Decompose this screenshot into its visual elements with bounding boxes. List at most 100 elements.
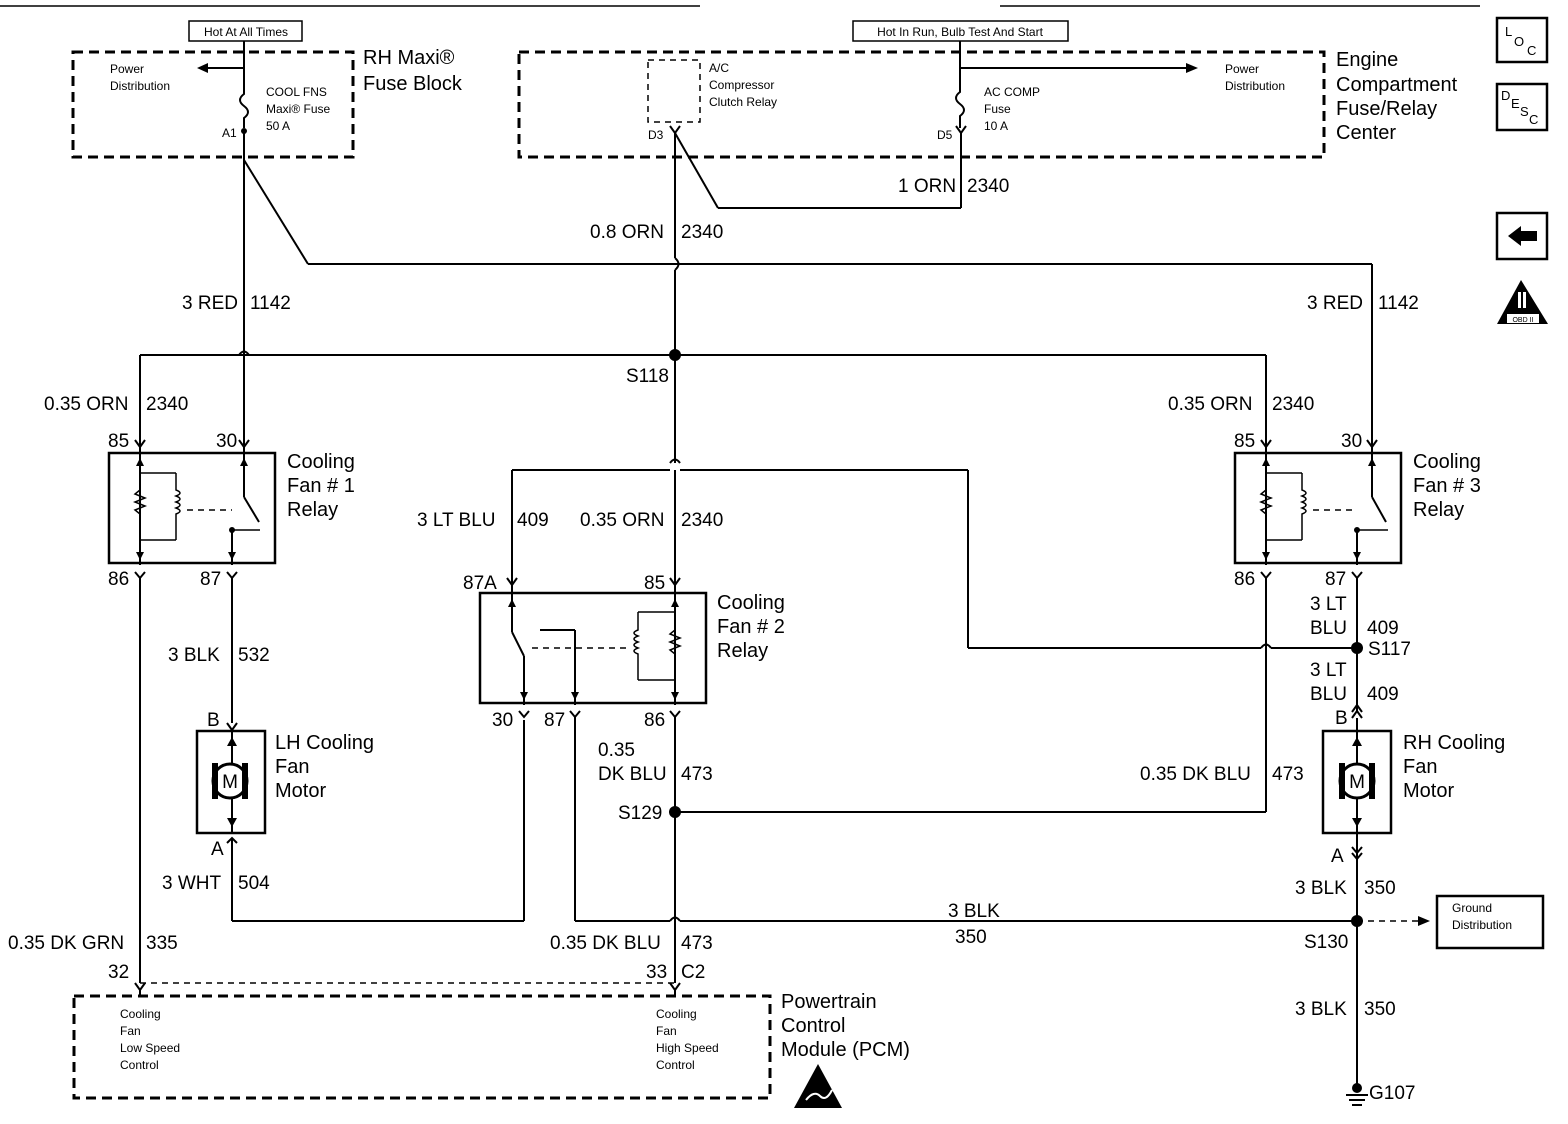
engine-fuse-relay-center: Hot In Run, Bulb Test And Start A/C Comp…: [517, 20, 1458, 159]
svg-text:Maxi® Fuse: Maxi® Fuse: [266, 102, 331, 116]
svg-text:D3: D3: [648, 128, 664, 142]
svg-text:High Speed: High Speed: [656, 1041, 719, 1055]
svg-text:3 BLK: 3 BLK: [1295, 878, 1347, 899]
svg-text:Compartment: Compartment: [1336, 74, 1458, 96]
hot-at-all-times-label: Hot At All Times: [204, 25, 288, 39]
svg-text:Fan: Fan: [120, 1024, 141, 1038]
svg-text:Fan # 1: Fan # 1: [287, 475, 355, 497]
svg-text:2340: 2340: [681, 222, 723, 243]
svg-text:C: C: [1529, 112, 1538, 127]
svg-text:Low Speed: Low Speed: [120, 1041, 180, 1055]
svg-text:B: B: [207, 710, 220, 731]
svg-text:S118: S118: [626, 366, 669, 387]
svg-text:350: 350: [955, 927, 987, 948]
svg-text:87: 87: [544, 710, 565, 731]
svg-text:85: 85: [644, 573, 665, 594]
svg-text:Relay: Relay: [287, 499, 338, 521]
svg-text:A1: A1: [222, 126, 237, 140]
svg-text:Engine: Engine: [1336, 49, 1398, 71]
esd-warning-icon: [794, 1064, 842, 1108]
svg-text:BLU: BLU: [1310, 684, 1347, 705]
cooling-fan-1-relay: [107, 447, 277, 565]
svg-text:87: 87: [200, 569, 221, 590]
svg-text:BLU: BLU: [1310, 618, 1347, 639]
svg-text:Clutch Relay: Clutch Relay: [709, 95, 777, 109]
svg-text:10 A: 10 A: [984, 119, 1008, 133]
location-icon[interactable]: L O C: [1495, 16, 1549, 64]
svg-text:Cooling: Cooling: [656, 1007, 697, 1021]
svg-text:473: 473: [681, 933, 713, 954]
svg-text:Cooling: Cooling: [287, 451, 355, 473]
svg-text:0.35: 0.35: [598, 740, 635, 761]
ac-compressor-relay-box: [647, 59, 701, 123]
svg-text:M: M: [222, 772, 238, 793]
s117-splice: [1351, 642, 1363, 654]
hot-in-run-label: Hot In Run, Bulb Test And Start: [877, 25, 1044, 39]
svg-text:C: C: [1527, 43, 1536, 58]
svg-text:409: 409: [1367, 618, 1399, 639]
svg-text:DK BLU: DK BLU: [598, 764, 667, 785]
svg-text:0.35 ORN: 0.35 ORN: [580, 510, 664, 531]
back-arrow-icon[interactable]: [1495, 211, 1549, 261]
svg-text:86: 86: [108, 569, 129, 590]
svg-text:350: 350: [1364, 878, 1396, 899]
svg-text:Fan: Fan: [275, 756, 309, 778]
svg-text:Distribution: Distribution: [1452, 918, 1512, 932]
cool-fns-fuse-symbol: [239, 68, 249, 128]
svg-text:B: B: [1335, 708, 1348, 729]
svg-text:Cooling: Cooling: [717, 592, 785, 614]
rh-maxi-title-2: Fuse Block: [363, 73, 463, 95]
svg-text:C2: C2: [681, 962, 705, 983]
svg-text:S: S: [1520, 104, 1529, 119]
svg-text:473: 473: [681, 764, 713, 785]
svg-text:0.35 DK GRN: 0.35 DK GRN: [8, 933, 124, 954]
svg-text:30: 30: [1341, 431, 1362, 452]
svg-text:0.8 ORN: 0.8 ORN: [590, 222, 664, 243]
svg-text:473: 473: [1272, 764, 1304, 785]
svg-text:Motor: Motor: [1403, 780, 1454, 802]
svg-text:E: E: [1511, 96, 1520, 111]
svg-text:Fan: Fan: [656, 1024, 677, 1038]
svg-text:LH Cooling: LH Cooling: [275, 732, 374, 754]
cooling-fan-2-relay: [478, 585, 708, 705]
rh-maxi-fuse-block: Hot At All Times Power Distribution COOL…: [71, 20, 463, 159]
svg-text:0.35 ORN: 0.35 ORN: [1168, 394, 1252, 415]
svg-text:L: L: [1505, 24, 1512, 39]
svg-text:D: D: [1501, 88, 1510, 103]
svg-text:Cooling: Cooling: [120, 1007, 161, 1021]
svg-text:85: 85: [1234, 431, 1255, 452]
pcm-module: Cooling Fan Low Speed Control Cooling Fa…: [72, 982, 772, 1100]
svg-text:409: 409: [1367, 684, 1399, 705]
ac-comp-fuse-symbol: [955, 68, 965, 128]
svg-text:86: 86: [644, 710, 665, 731]
svg-text:RH Cooling: RH Cooling: [1403, 732, 1505, 754]
svg-text:Fan # 2: Fan # 2: [717, 616, 785, 638]
svg-text:COOL FNS: COOL FNS: [266, 85, 327, 99]
description-icon[interactable]: D E S C: [1495, 82, 1549, 132]
svg-text:30: 30: [492, 710, 513, 731]
svg-text:A: A: [1331, 846, 1344, 867]
svg-text:Fuse: Fuse: [984, 102, 1011, 116]
obd-ii-icon: OBD II: [1497, 280, 1548, 324]
svg-text:S130: S130: [1304, 932, 1348, 953]
svg-text:2340: 2340: [1272, 394, 1314, 415]
svg-text:Ground: Ground: [1452, 901, 1492, 915]
svg-text:350: 350: [1364, 999, 1396, 1020]
svg-text:Distribution: Distribution: [1225, 79, 1285, 93]
svg-text:Relay: Relay: [1413, 499, 1464, 521]
svg-text:85: 85: [108, 431, 129, 452]
svg-text:1142: 1142: [250, 293, 291, 314]
svg-text:D5: D5: [937, 128, 953, 142]
svg-text:532: 532: [238, 645, 270, 666]
svg-text:0.35 ORN: 0.35 ORN: [44, 394, 128, 415]
svg-text:Control: Control: [781, 1015, 845, 1037]
svg-text:3 LT BLU: 3 LT BLU: [417, 510, 496, 531]
svg-text:409: 409: [517, 510, 549, 531]
svg-text:3 WHT: 3 WHT: [162, 873, 222, 894]
svg-text:504: 504: [238, 873, 270, 894]
svg-text:S117: S117: [1368, 639, 1411, 660]
svg-text:30: 30: [216, 431, 237, 452]
svg-text:M: M: [1349, 772, 1365, 793]
svg-text:Module (PCM): Module (PCM): [781, 1039, 910, 1061]
